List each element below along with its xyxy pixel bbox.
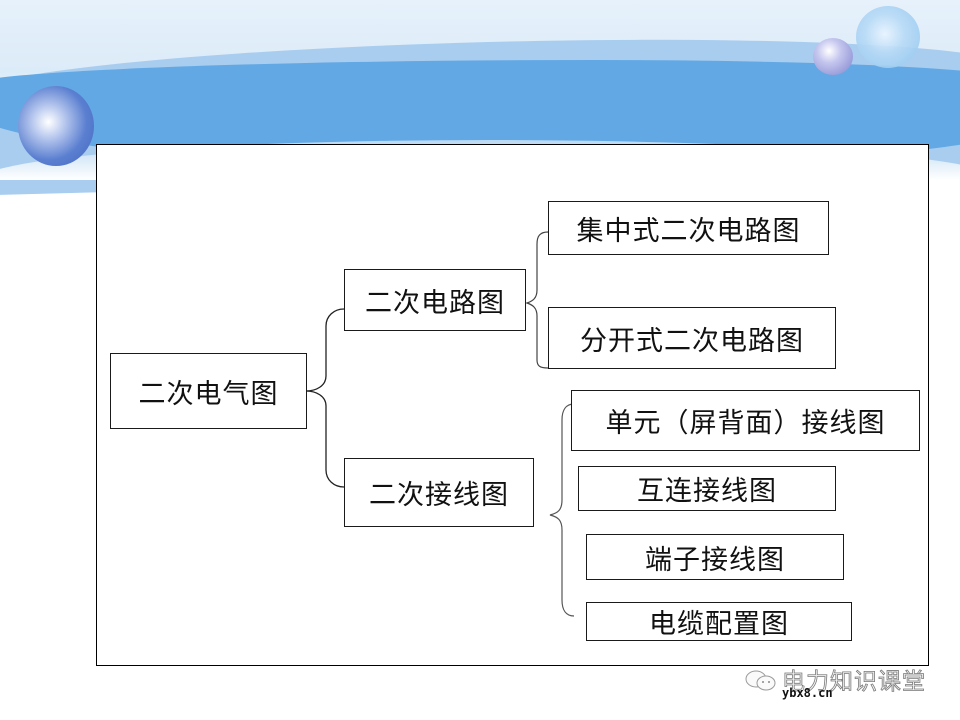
leaf-node-separated-circuit: 分开式二次电路图 xyxy=(548,307,836,369)
leaf-node-interconnect-wiring: 互连接线图 xyxy=(578,466,836,511)
decorative-sphere-large-right xyxy=(856,6,920,68)
root-node: 二次电气图 xyxy=(110,353,307,429)
leaf-node-centralized-circuit: 集中式二次电路图 xyxy=(548,201,829,255)
watermark-text: 电力知识课堂 xyxy=(782,669,926,696)
wechat-icon xyxy=(745,670,776,691)
leaf-node-label: 分开式二次电路图 xyxy=(580,325,804,357)
root-node-label: 二次电气图 xyxy=(138,378,279,410)
decorative-sphere-small-right xyxy=(813,38,853,75)
leaf-node-label: 电缆配置图 xyxy=(649,609,789,640)
watermark: 电力知识课堂 ybx8.cn xyxy=(742,660,942,700)
leaf-node-cable-config: 电缆配置图 xyxy=(586,602,852,641)
branch-node-label: 二次电路图 xyxy=(365,287,505,319)
leaf-node-label: 单元（屏背面）接线图 xyxy=(605,408,886,439)
branch-node-label: 二次接线图 xyxy=(369,480,509,511)
leaf-node-label: 互连接线图 xyxy=(637,476,777,507)
branch-node-circuit: 二次电路图 xyxy=(344,269,526,331)
branch-node-wiring: 二次接线图 xyxy=(344,458,534,527)
watermark-url: ybx8.cn xyxy=(782,686,833,700)
decorative-sphere-left xyxy=(18,86,94,166)
leaf-node-terminal-wiring: 端子接线图 xyxy=(586,534,844,580)
leaf-node-unit-wiring: 单元（屏背面）接线图 xyxy=(571,390,920,451)
leaf-node-label: 端子接线图 xyxy=(645,544,785,576)
leaf-node-label: 集中式二次电路图 xyxy=(576,215,801,247)
